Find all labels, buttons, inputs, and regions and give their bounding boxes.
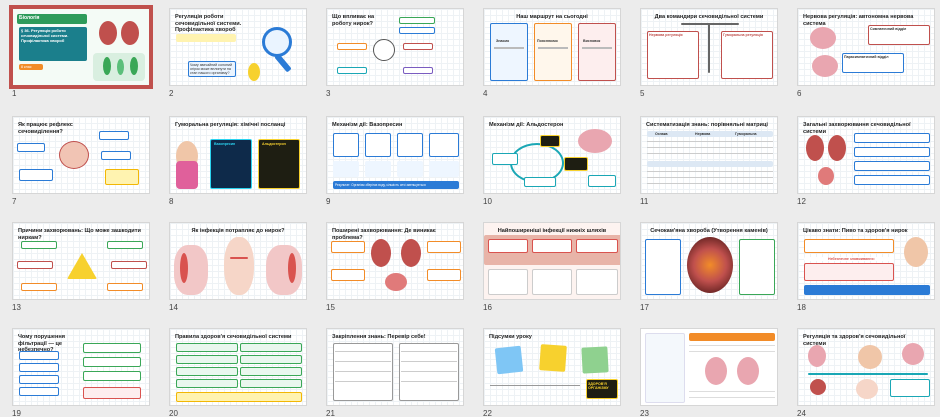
slide-6-sympathetic: Симпатичний відділ (870, 27, 907, 31)
slide-22-badge: ЗДОРОВ'Я ОРГАНІЗМУ (588, 382, 609, 391)
slide-11-title: Систематизація знань: порівняльні матриц… (646, 122, 768, 128)
slide-number: 9 (326, 197, 331, 206)
slide-11-col-2: Нервова (695, 132, 711, 136)
slide-3-title: Що впливає на роботу нирок? (332, 14, 375, 27)
slide-15-title: Поширені захворювання: Де виникає пробле… (332, 228, 436, 241)
slide-thumbnail-13[interactable]: Причини захворювань: Що може зашкодити н… (12, 222, 150, 312)
slide-6-title: Нервова регуляція: автономна нервова сис… (803, 14, 914, 27)
slide-18-title: Цікаво знати: Пиво та здоров'я нирок (803, 228, 908, 234)
slide-4-step-2: Пояснюємо (537, 39, 558, 43)
slide-22-title: Підсумки уроку (489, 334, 532, 340)
slide-number: 6 (797, 89, 802, 98)
slide-thumbnail-2[interactable]: Регуляція роботи сечовидільної системи. … (169, 8, 307, 98)
slide-8-title: Гуморальна регуляція: хімічні посланці (175, 122, 286, 128)
slide-11-col-3: Гуморальна (735, 132, 757, 136)
slide-number: 22 (483, 409, 492, 417)
slide-thumbnail-8[interactable]: Гуморальна регуляція: хімічні посланці В… (169, 116, 307, 206)
slide-16-title: Найпоширеніші інфекції нижніх шляхів (497, 228, 607, 234)
slide-number: 13 (12, 303, 21, 312)
slide-thumbnail-19[interactable]: Чому порушення фільтрації — це небезпечн… (12, 328, 150, 417)
slide-number: 17 (640, 303, 649, 312)
slide-thumbnail-7[interactable]: Як працює рефлекс сечовиділення? 7 (12, 116, 150, 206)
slide-number: 10 (483, 197, 492, 206)
slide-thumbnail-4[interactable]: Наш маршрут на сьогодні Знаємо Пояснюємо… (483, 8, 621, 98)
slide-5-right-label: Гуморальна регуляція (723, 33, 763, 37)
slide-sorter-grid: Біологія § 36. Регуляція роботи сечовиді… (9, 5, 935, 417)
slide-number: 16 (483, 303, 492, 312)
slide-2-question: Чому звичайний солоний огірок може вплин… (190, 63, 233, 76)
slide-thumbnail-11[interactable]: Систематизація знань: порівняльні матриц… (640, 116, 778, 206)
slide-number: 11 (640, 197, 649, 206)
slide-thumbnail-5[interactable]: Два командири сечовидільної системи Нерв… (640, 8, 778, 98)
slide-number: 14 (169, 303, 178, 312)
slide-number: 15 (326, 303, 335, 312)
slide-thumbnail-18[interactable]: Цікаво знати: Пиво та здоров'я нирок Неб… (797, 222, 935, 312)
slide-4-title: Наш маршрут на сьогодні (516, 14, 588, 20)
slide-thumbnail-10[interactable]: Механізм дії: Альдостерон 10 (483, 116, 621, 206)
slide-number: 8 (169, 197, 174, 206)
slide-14-title: Як інфекція потрапляє до нирок? (191, 228, 285, 234)
slide-11-col-1: Ознака (655, 132, 668, 136)
slide-6-parasympathetic: Парасимпатичний відділ (844, 55, 889, 59)
slide-thumbnail-15[interactable]: Поширені захворювання: Де виникає пробле… (326, 222, 464, 312)
slide-8-vasopressin: Вазопресин (214, 142, 236, 146)
slide-thumbnail-9[interactable]: Механізм дії: Вазопресин Результат: Орга… (326, 116, 464, 206)
slide-number: 24 (797, 409, 806, 417)
slide-number: 4 (483, 89, 488, 98)
slide-17-title: Сечокам'яна хвороба (Утворення каменів) (650, 228, 768, 234)
slide-thumbnail-3[interactable]: Що впливає на роботу нирок? 3 (326, 8, 464, 98)
slide-1-subtitle: § 36. Регуляція роботи сечовидільної сис… (21, 28, 69, 43)
slide-thumbnail-24[interactable]: Регуляція та здоров'я сечовидільної сист… (797, 328, 935, 417)
slide-thumbnail-16[interactable]: Найпоширеніші інфекції нижніх шляхів 16 (483, 222, 621, 312)
slide-20-title: Правила здоров'я сечовидільної системи (175, 334, 292, 340)
slide-24-title: Регуляція та здоров'я сечовидільної сист… (803, 334, 906, 347)
slide-5-title: Два командири сечовидільної системи (654, 14, 764, 20)
slide-thumbnail-21[interactable]: Закріплення знань: Перевір себе! 21 (326, 328, 464, 417)
slide-number: 7 (12, 197, 17, 206)
slide-number: 23 (640, 409, 649, 417)
slide-5-left-label: Нервова регуляція (649, 33, 683, 37)
slide-number: 5 (640, 89, 645, 98)
slide-9-title: Механізм дії: Вазопресин (332, 122, 403, 128)
slide-thumbnail-17[interactable]: Сечокам'яна хвороба (Утворення каменів) … (640, 222, 778, 312)
slide-19-title: Чому порушення фільтрації — це небезпечн… (18, 334, 66, 353)
slide-1-badge: 8 клас (21, 65, 32, 69)
slide-thumbnail-1[interactable]: Біологія § 36. Регуляція роботи сечовиді… (9, 5, 153, 98)
slide-4-step-1: Знаємо (496, 39, 510, 43)
slide-21-title: Закріплення знань: Перевір себе! (332, 334, 426, 340)
slide-number: 12 (797, 197, 806, 206)
slide-10-title: Механізм дії: Альдостерон (489, 122, 564, 128)
slide-number: 3 (326, 89, 331, 98)
slide-7-title: Як працює рефлекс сечовиділення? (18, 122, 73, 135)
slide-thumbnail-23[interactable]: 23 (640, 328, 778, 417)
slide-2-title: Регуляція роботи сечовидільної системи. … (175, 14, 242, 34)
slide-number: 19 (12, 409, 21, 417)
slide-thumbnail-14[interactable]: Як інфекція потрапляє до нирок? 14 (169, 222, 307, 312)
slide-8-aldosterone: Альдостерон (262, 142, 286, 146)
slide-thumbnail-12[interactable]: Загальні захворювання сечовидільної сист… (797, 116, 935, 206)
slide-thumbnail-6[interactable]: Нервова регуляція: автономна нервова сис… (797, 8, 935, 98)
slide-thumbnail-20[interactable]: Правила здоров'я сечовидільної системи 2… (169, 328, 307, 417)
slide-12-title: Загальні захворювання сечовидільної сист… (803, 122, 911, 135)
slide-number: 2 (169, 89, 174, 98)
slide-18-warning: Небезпечне зловживання: (828, 257, 875, 261)
slide-number: 20 (169, 409, 178, 417)
slide-thumbnail-22[interactable]: Підсумки уроку ЗДОРОВ'Я ОРГАНІЗМУ 22 (483, 328, 621, 417)
slide-number: 1 (12, 89, 17, 98)
slide-number: 18 (797, 303, 806, 312)
slide-number: 21 (326, 409, 335, 417)
slide-1-title: Біологія (19, 15, 40, 21)
slide-9-result: Результат: Організм зберігає воду, кільк… (335, 183, 426, 187)
slide-4-step-3: Висновок (583, 39, 601, 43)
slide-13-title: Причини захворювань: Що може зашкодити н… (18, 228, 141, 241)
